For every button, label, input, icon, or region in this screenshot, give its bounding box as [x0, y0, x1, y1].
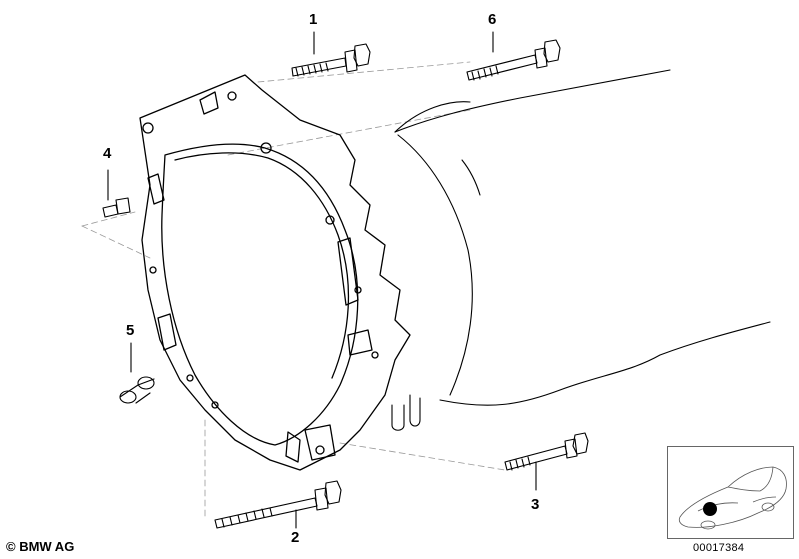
alignment-lines [81, 61, 506, 521]
transmission-body [391, 69, 771, 431]
car-outline-icon [678, 466, 787, 530]
bolt-2 [214, 480, 342, 529]
callout-2: 2 [291, 529, 300, 546]
vehicle-location-thumbnail [667, 446, 794, 539]
location-marker [703, 502, 717, 516]
copyright-label: © BMW AG [6, 539, 75, 554]
callout-6: 6 [488, 11, 497, 28]
bolt-4 [102, 169, 131, 218]
callout-1: 1 [309, 11, 318, 28]
bolt-3 [504, 432, 589, 491]
callout-4: 4 [103, 145, 112, 162]
callout-3: 3 [531, 496, 540, 513]
callout-5: 5 [126, 322, 135, 339]
document-number: 00017384 [693, 542, 745, 554]
sleeve-5 [119, 342, 155, 404]
transmission-housing [139, 74, 411, 471]
bolt-1 [291, 31, 371, 77]
bolt-6 [466, 31, 561, 81]
